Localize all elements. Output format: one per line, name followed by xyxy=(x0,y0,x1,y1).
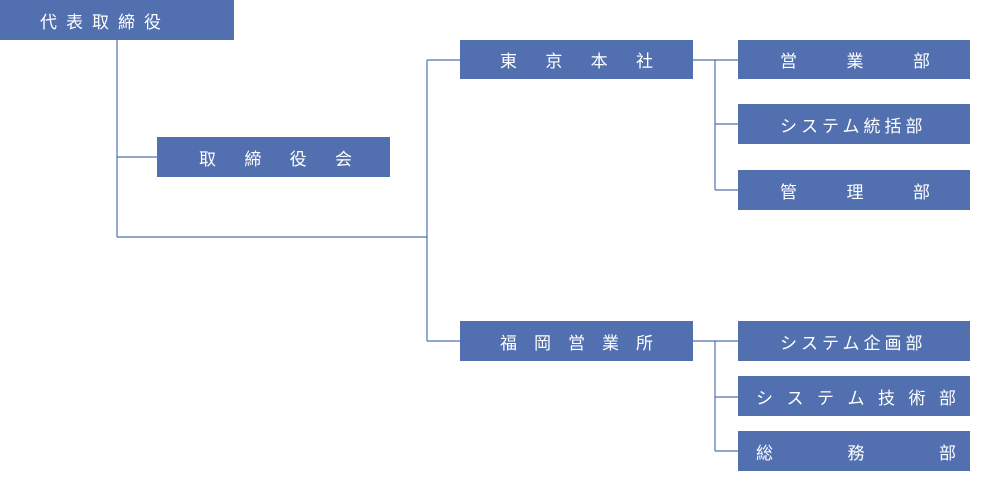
label-char: 部 xyxy=(913,52,930,72)
label-char: 術 xyxy=(908,388,926,409)
label-char: ス xyxy=(786,388,804,409)
label-char: 部 xyxy=(913,182,930,203)
label-char: 管 xyxy=(780,182,797,203)
node-system-planning-label: システム企画部 xyxy=(780,333,927,354)
label-char: 京 xyxy=(545,52,563,72)
label-char: テ xyxy=(817,388,834,409)
node-general-affairs: 総務部 xyxy=(738,431,970,471)
node-ceo: 代表取締役 xyxy=(0,0,234,40)
node-sales-label: 営業部 xyxy=(780,47,930,72)
node-sales: 営業部 xyxy=(738,40,970,79)
label-char: 福 xyxy=(500,333,517,354)
node-ceo-label: 代表取締役 xyxy=(40,12,170,33)
label-char: 本 xyxy=(590,52,608,72)
node-system-planning: システム企画部 xyxy=(738,321,970,361)
label-char: 役 xyxy=(289,149,307,170)
label-char: 会 xyxy=(334,149,352,170)
label-char: 部 xyxy=(939,443,956,464)
node-tokyo-label: 東京本社 xyxy=(500,47,653,72)
node-board-label: 取締役会 xyxy=(199,145,352,170)
label-char: 東 xyxy=(500,52,517,72)
label-char: 所 xyxy=(636,333,653,354)
label-char: 総 xyxy=(756,443,773,464)
node-fukuoka: 福岡営業所 xyxy=(460,321,693,361)
label-char: シ xyxy=(756,388,773,409)
node-tokyo: 東京本社 xyxy=(460,40,693,79)
node-general-affairs-label: 総務部 xyxy=(756,439,956,464)
node-management: 管理部 xyxy=(738,170,970,210)
node-system-integration-label: システム統括部 xyxy=(780,116,927,137)
label-char: 部 xyxy=(939,388,956,409)
label-char: 社 xyxy=(635,52,653,72)
label-char: ム xyxy=(847,388,865,409)
label-char: 業 xyxy=(846,52,864,72)
node-system-integration: システム統括部 xyxy=(738,104,970,144)
label-char: 業 xyxy=(602,333,619,354)
label-char: 務 xyxy=(847,443,865,464)
label-char: 営 xyxy=(780,52,797,72)
label-char: 理 xyxy=(846,182,864,203)
label-char: 技 xyxy=(878,388,895,409)
node-system-tech: システム技術部 xyxy=(738,376,970,416)
node-system-tech-label: システム技術部 xyxy=(756,384,956,409)
label-char: 取 xyxy=(199,149,216,170)
label-char: 岡 xyxy=(534,333,551,354)
node-fukuoka-label: 福岡営業所 xyxy=(500,329,653,354)
node-management-label: 管理部 xyxy=(780,178,930,203)
label-char: 営 xyxy=(568,333,585,354)
label-char: 締 xyxy=(244,149,262,170)
node-board: 取締役会 xyxy=(157,137,390,177)
